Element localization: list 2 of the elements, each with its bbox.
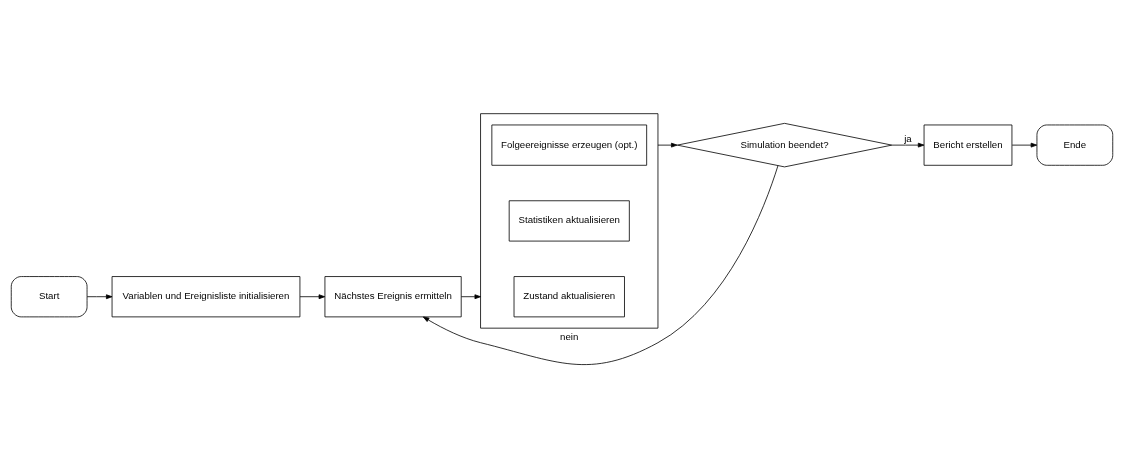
edge-label: ja: [904, 133, 912, 145]
edge-label: nein: [560, 330, 579, 342]
